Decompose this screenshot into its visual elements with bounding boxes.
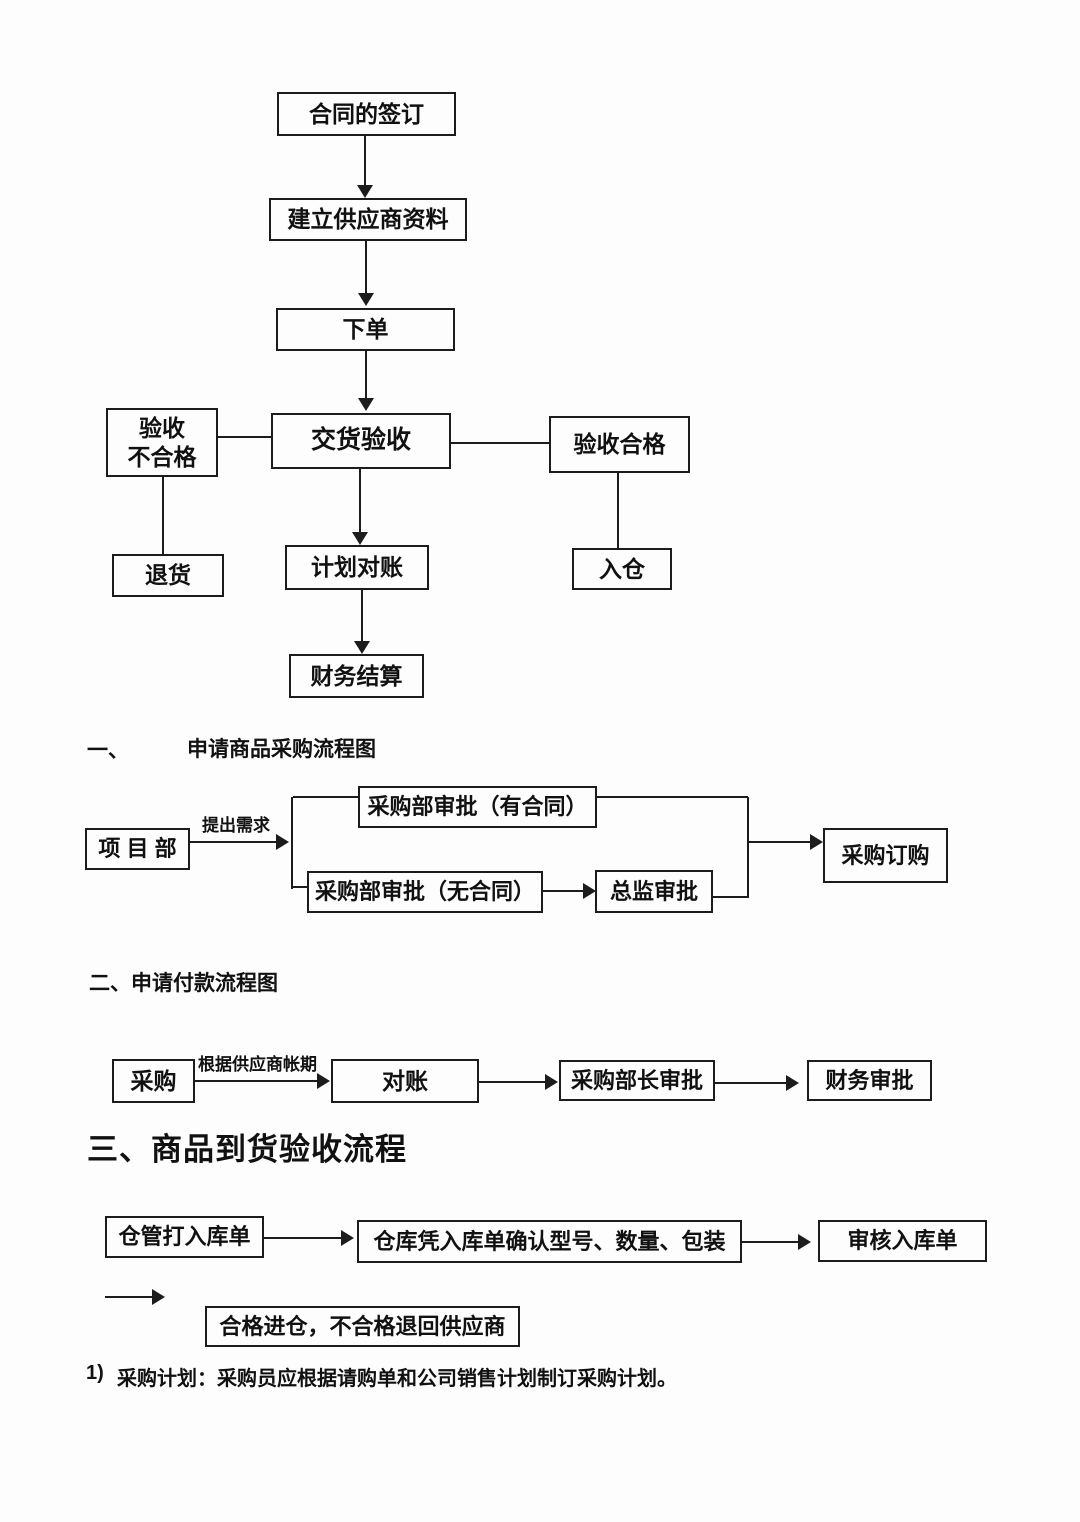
connector-line: [361, 590, 363, 644]
flow-node-result: 合格进仓，不合格退回供应商: [205, 1306, 520, 1347]
arrow-down-icon: [352, 532, 368, 545]
arrow-down-icon: [358, 293, 374, 306]
flow-node-approve-without-contract: 采购部审批（无合同）: [307, 871, 543, 913]
connector-line: [451, 442, 549, 444]
arrow-down-icon: [358, 398, 374, 411]
connector-line: [365, 241, 367, 296]
connector-line: [479, 1081, 545, 1083]
flow-node-approve-with-contract: 采购部审批（有合同）: [358, 786, 597, 828]
arrow-right-icon: [583, 883, 596, 899]
flow-node-confirm-goods: 仓库凭入库单确认型号、数量、包装: [357, 1220, 742, 1263]
section1-number: 一、: [87, 739, 129, 762]
connector-line: [195, 1080, 317, 1082]
arrow-down-icon: [354, 641, 370, 654]
connector-line: [105, 1296, 152, 1298]
connector-line: [749, 841, 810, 843]
arrow-right-icon: [786, 1075, 799, 1091]
flow-node-delivery-inspection: 交货验收: [271, 413, 451, 469]
section2-title: 二、申请付款流程图: [89, 972, 278, 995]
footnote-number: 1): [86, 1362, 104, 1384]
flow-node-return-goods: 退货: [112, 554, 224, 597]
flow-node-reconcile: 对账: [331, 1059, 479, 1103]
arrow-right-icon: [152, 1289, 165, 1305]
flow-node-contract-signing: 合同的签订: [277, 92, 456, 136]
flow-node-inspection-failed: 验收 不合格: [106, 408, 218, 477]
connector-line: [264, 1237, 341, 1239]
connector-line: [742, 1241, 798, 1243]
connector-line: [359, 469, 361, 535]
arrow-right-icon: [341, 1230, 354, 1246]
connector-line: [291, 797, 293, 889]
connector-line: [747, 797, 749, 898]
supplier-term-label: 根据供应商帐期: [198, 1055, 317, 1074]
flow-node-project-dept: 项 目 部: [85, 828, 190, 870]
flow-node-entry-slip: 仓管打入库单: [105, 1216, 264, 1258]
connector-line: [715, 1082, 786, 1084]
footnote-text: 采购计划：采购员应根据请购单和公司销售计划制订采购计划。: [117, 1368, 677, 1390]
connector-line: [364, 136, 366, 188]
flow-node-manager-approve: 采购部长审批: [559, 1060, 715, 1101]
flow-node-finance-settlement: 财务结算: [289, 654, 424, 698]
section1-title: 申请商品采购流程图: [187, 738, 376, 761]
flow-node-into-warehouse: 入仓: [572, 548, 672, 590]
arrow-right-icon: [798, 1234, 811, 1250]
flow-node-inspection-passed: 验收合格: [549, 416, 690, 473]
section3-title: 三、商品到货验收流程: [87, 1132, 407, 1167]
flow-node-purchase-order: 采购订购: [823, 828, 948, 883]
arrow-right-icon: [545, 1074, 558, 1090]
connector-line: [617, 473, 619, 548]
demand-label: 提出需求: [202, 816, 270, 835]
arrow-right-icon: [810, 834, 823, 850]
connector-line: [713, 896, 749, 898]
connector-line: [190, 841, 276, 843]
connector-line: [365, 351, 367, 400]
flow-node-purchase: 采购: [112, 1059, 195, 1103]
connector-line: [543, 890, 583, 892]
connector-line: [597, 796, 748, 798]
flow-node-supplier-profile: 建立供应商资料: [269, 198, 467, 241]
connector-line: [293, 886, 307, 888]
arrow-right-icon: [276, 834, 289, 850]
flow-node-director-approve: 总监审批: [595, 870, 713, 913]
flow-node-place-order: 下单: [276, 308, 455, 351]
flow-node-audit-slip: 审核入库单: [818, 1220, 987, 1262]
connector-line: [162, 477, 164, 554]
connector-line: [218, 436, 271, 438]
flow-node-plan-reconcile: 计划对账: [285, 545, 429, 590]
flow-node-finance-approve: 财务审批: [807, 1060, 932, 1101]
connector-line: [293, 796, 358, 798]
arrow-down-icon: [357, 185, 373, 198]
arrow-right-icon: [317, 1073, 330, 1089]
